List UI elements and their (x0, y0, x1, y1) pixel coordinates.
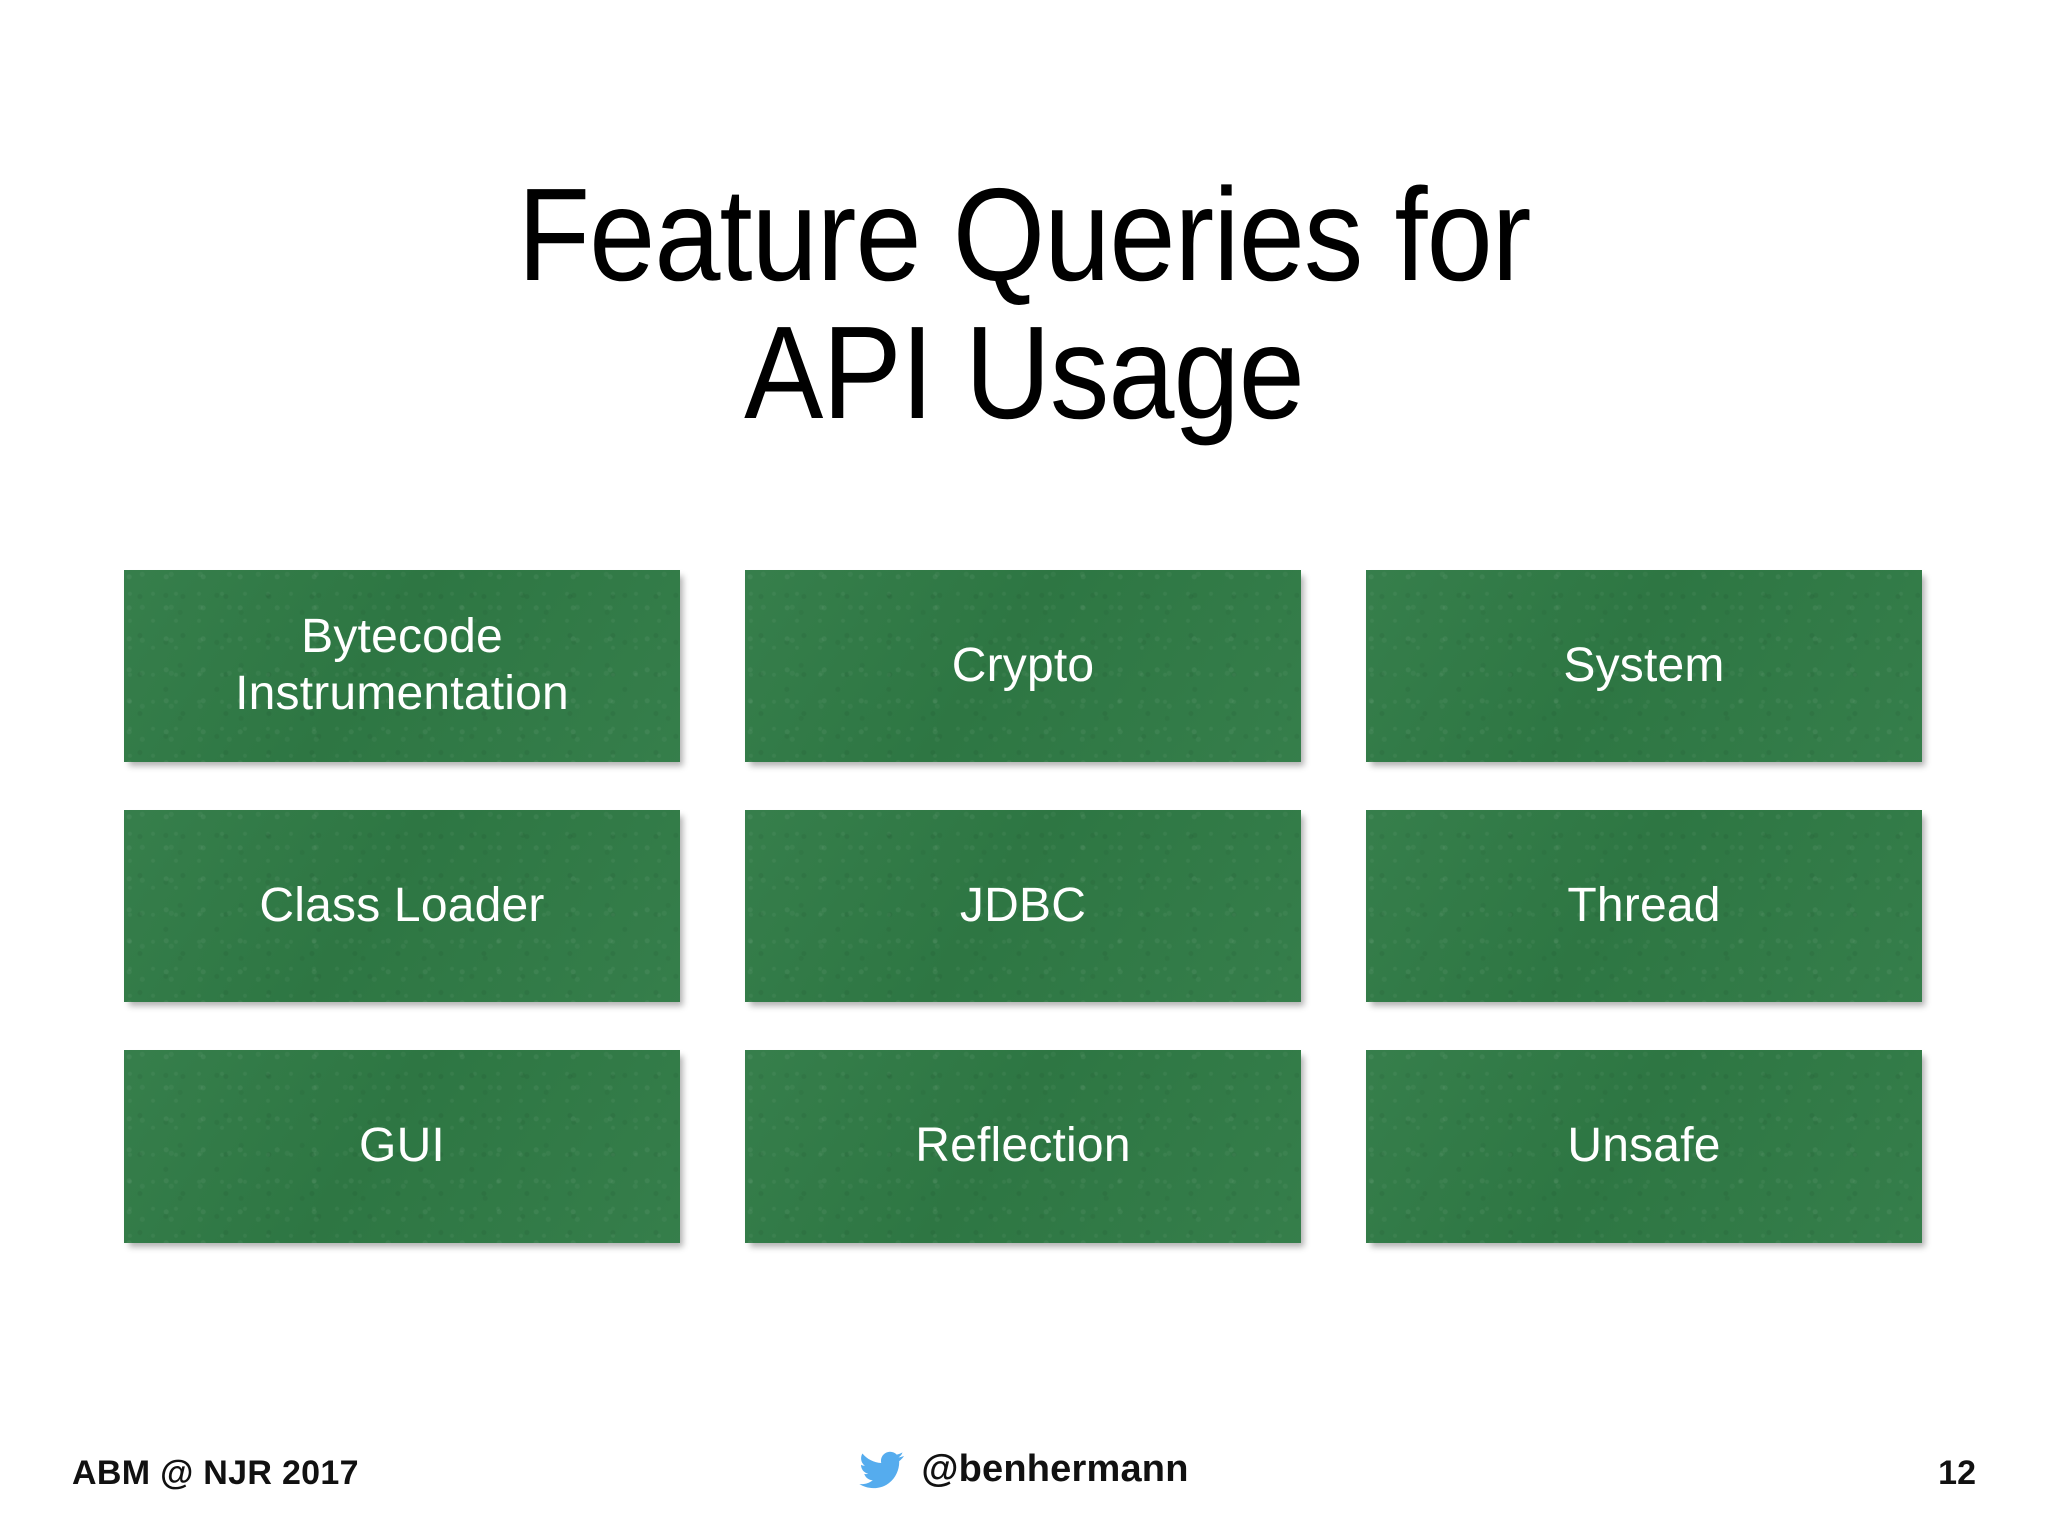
feature-box-label: Reflection (915, 1119, 1131, 1173)
footer-twitter-credit: @benhermann (0, 1448, 2048, 1491)
feature-box-label: Crypto (951, 638, 1095, 692)
slide-footer: ABM @ NJR 2017 @benhermann 12 (0, 1416, 2048, 1536)
feature-box-grid: Bytecode Instrumentation Crypto System C… (124, 570, 1922, 1245)
feature-box-class-loader[interactable]: Class Loader (124, 810, 680, 1002)
twitter-bird-icon (859, 1451, 905, 1488)
feature-box-label: Class Loader (259, 878, 545, 932)
page-title: Feature Queries for API Usage (517, 161, 1532, 446)
feature-box-reflection[interactable]: Reflection (745, 1050, 1301, 1243)
feature-box-label: GUI (359, 1119, 445, 1173)
feature-box-bytecode-instrumentation[interactable]: Bytecode Instrumentation (124, 570, 680, 762)
feature-box-label: System (1563, 638, 1725, 692)
feature-box-crypto[interactable]: Crypto (745, 570, 1301, 762)
footer-conference-label: ABM @ NJR 2017 (72, 1454, 359, 1492)
feature-box-unsafe[interactable]: Unsafe (1366, 1050, 1922, 1243)
feature-box-label: Unsafe (1567, 1119, 1721, 1173)
feature-box-label: Thread (1567, 878, 1721, 932)
feature-box-thread[interactable]: Thread (1366, 810, 1922, 1002)
feature-box-jdbc[interactable]: JDBC (745, 810, 1301, 1002)
footer-twitter-handle[interactable]: @benhermann (921, 1448, 1189, 1490)
slide-page-number: 12 (1938, 1454, 1976, 1492)
feature-box-label: JDBC (959, 878, 1087, 932)
feature-box-gui[interactable]: GUI (124, 1050, 680, 1243)
feature-box-system[interactable]: System (1366, 570, 1922, 762)
feature-box-label: Bytecode Instrumentation (235, 610, 569, 720)
